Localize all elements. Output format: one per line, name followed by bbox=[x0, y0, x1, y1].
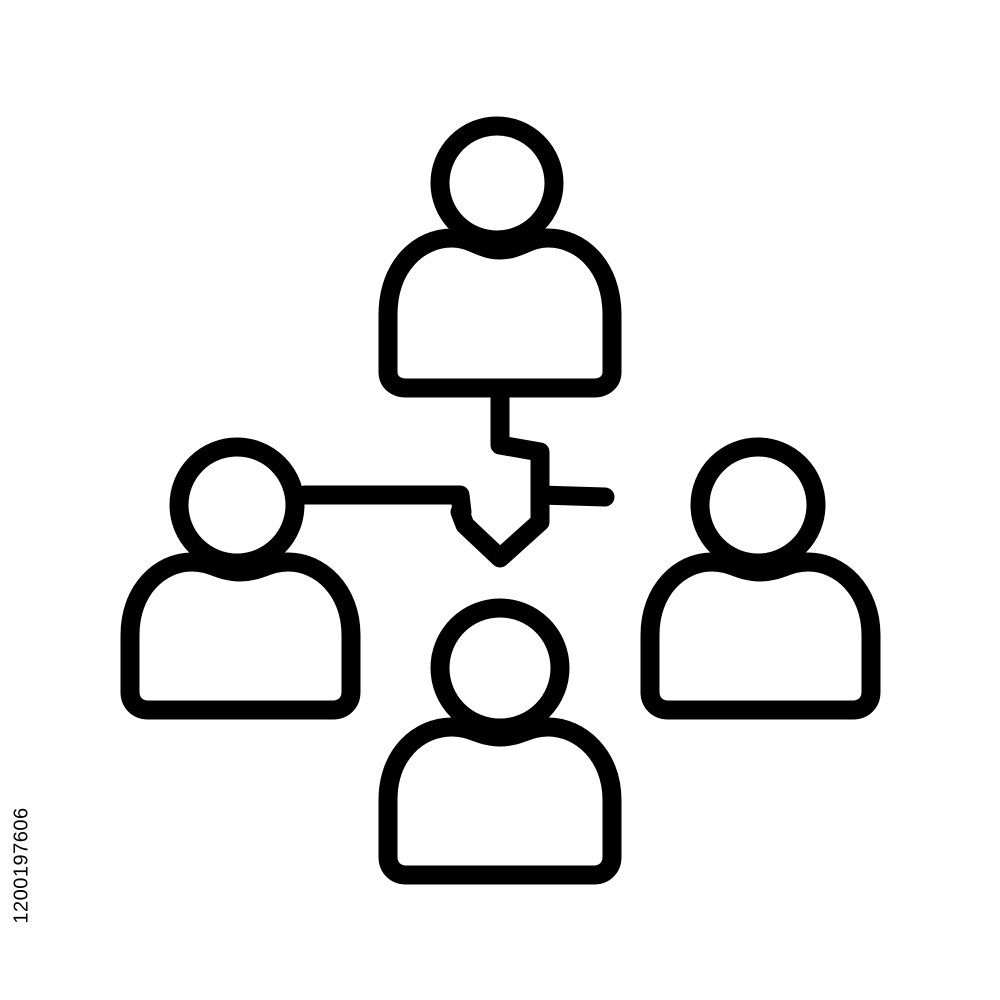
top-person-icon bbox=[378, 116, 622, 398]
bottom-person-head bbox=[430, 598, 570, 738]
left-person-head bbox=[169, 437, 305, 573]
right-person-icon bbox=[640, 437, 881, 720]
arrow-down-icon bbox=[450, 502, 550, 568]
left-person-body bbox=[120, 552, 361, 720]
bottom-person-icon bbox=[378, 598, 622, 885]
left-person-icon bbox=[120, 437, 361, 720]
right-person-head bbox=[690, 437, 826, 573]
top-person-head bbox=[430, 116, 564, 250]
right-person-body bbox=[640, 552, 881, 720]
bottom-person-body bbox=[378, 717, 622, 885]
connector-lines bbox=[295, 380, 615, 568]
top-connector-line bbox=[490, 380, 550, 522]
left-connector-line bbox=[295, 485, 472, 522]
top-person-body bbox=[378, 228, 622, 398]
stock-id-watermark: 1200197606 bbox=[8, 740, 36, 990]
right-connector-line bbox=[530, 485, 615, 507]
stock-id-text: 1200197606 bbox=[10, 806, 33, 924]
